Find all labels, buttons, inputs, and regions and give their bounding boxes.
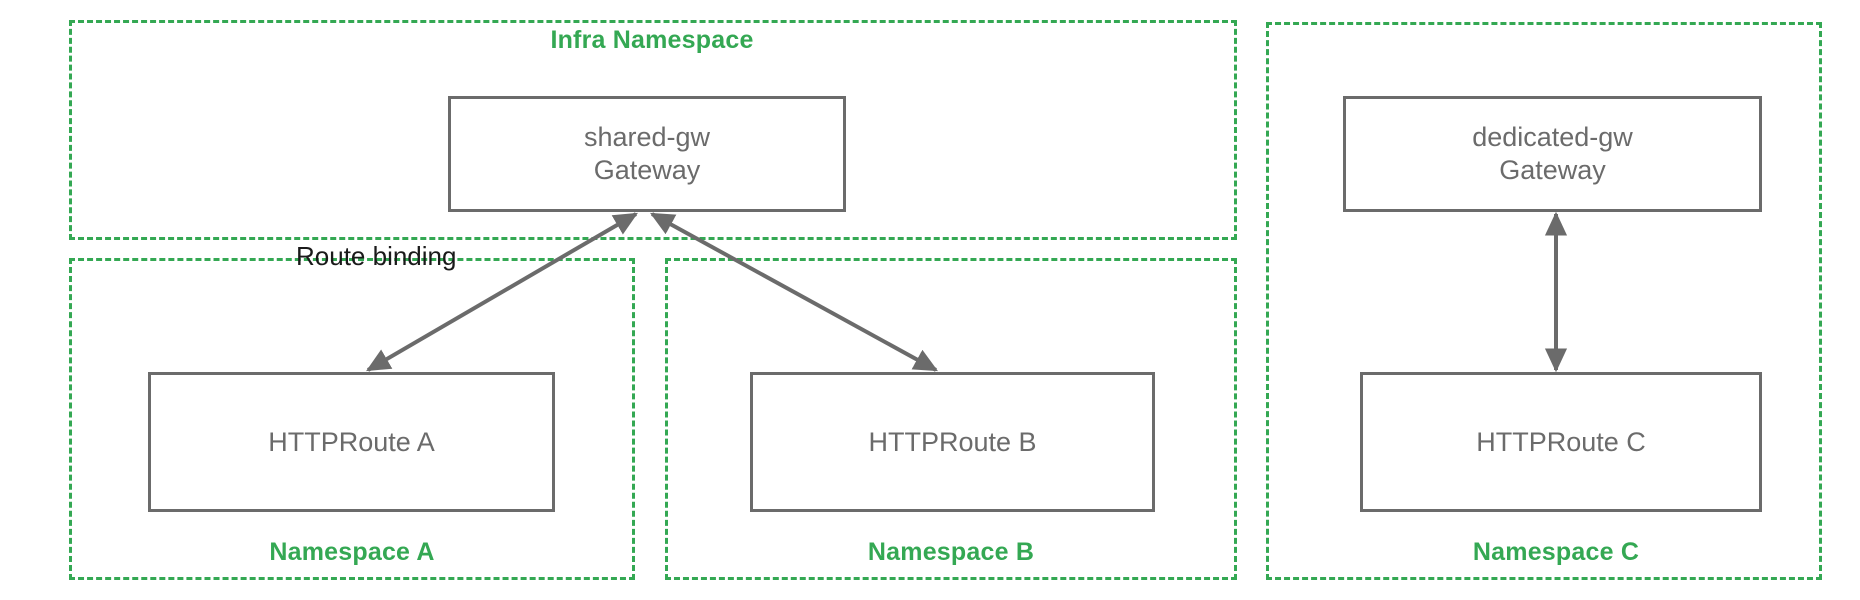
node-httproute-c[interactable]: HTTPRoute C [1360, 372, 1762, 512]
namespace-container-c [1266, 22, 1822, 580]
node-label-line: HTTPRoute C [1476, 426, 1646, 457]
node-label-line: Gateway [593, 155, 701, 185]
namespace-title-b: Namespace B [867, 538, 1035, 566]
namespace-title-a: Namespace A [269, 538, 435, 566]
namespace-container-b [665, 258, 1237, 580]
namespace-container-a [69, 258, 635, 580]
node-httproute-b[interactable]: HTTPRoute B [750, 372, 1155, 512]
edge-label-route-binding: Route binding [296, 241, 457, 271]
node-label-line: shared-gw [583, 122, 711, 153]
node-label-line: HTTPRoute A [268, 426, 435, 457]
node-label-line: Gateway [1499, 155, 1606, 185]
namespace-title-infra: Infra Namespace [550, 26, 754, 54]
node-label-line: dedicated-gw [1472, 122, 1633, 153]
node-label-line: HTTPRoute B [868, 426, 1037, 457]
namespace-title-c: Namespace C [1472, 538, 1640, 566]
node-httproute-a[interactable]: HTTPRoute A [148, 372, 555, 512]
